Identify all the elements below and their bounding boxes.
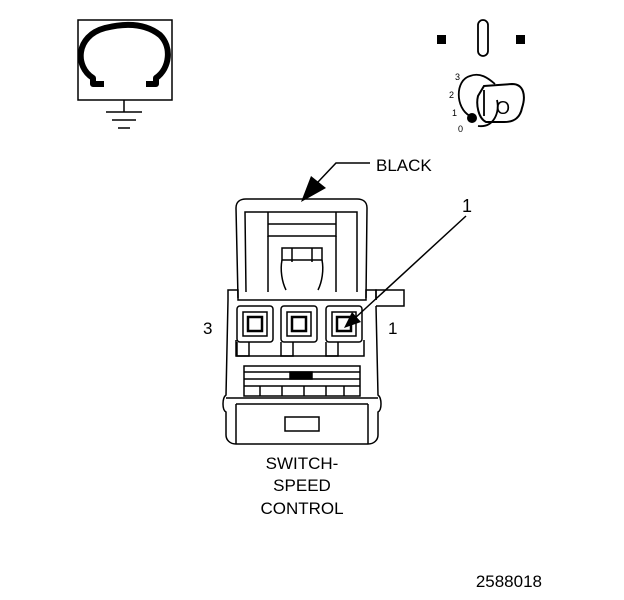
connector-name-line-1: SWITCH- bbox=[266, 454, 339, 473]
ignition-position-2: 2 bbox=[449, 90, 454, 100]
connector-body bbox=[222, 198, 405, 445]
connector-name-line-3: CONTROL bbox=[260, 499, 343, 518]
ignition-off-key-icon: O 3 2 1 0 bbox=[437, 19, 525, 134]
cavity-callout-leader bbox=[353, 215, 467, 320]
ignition-position-0: 0 bbox=[458, 124, 463, 134]
figure-number: 2588018 bbox=[476, 572, 542, 591]
ignition-position-3: 3 bbox=[455, 72, 460, 82]
color-leader-arrowhead bbox=[301, 176, 326, 202]
pin-label-right: 1 bbox=[388, 319, 397, 338]
ohmmeter-ground-icon bbox=[77, 19, 173, 129]
cavity-callout-number: 1 bbox=[462, 196, 472, 216]
cavity-3 bbox=[236, 305, 274, 357]
color-leader bbox=[317, 162, 370, 183]
cavity-callout-arrowhead bbox=[344, 312, 361, 328]
connector-name-line-2: SPEED bbox=[273, 476, 331, 495]
ignition-key-letter: O bbox=[496, 98, 510, 118]
cavity-1 bbox=[325, 305, 363, 357]
cavity-2 bbox=[280, 305, 318, 357]
connector-color-label: BLACK bbox=[376, 156, 432, 175]
pin-label-left: 3 bbox=[203, 319, 212, 338]
ignition-position-1: 1 bbox=[452, 108, 457, 118]
